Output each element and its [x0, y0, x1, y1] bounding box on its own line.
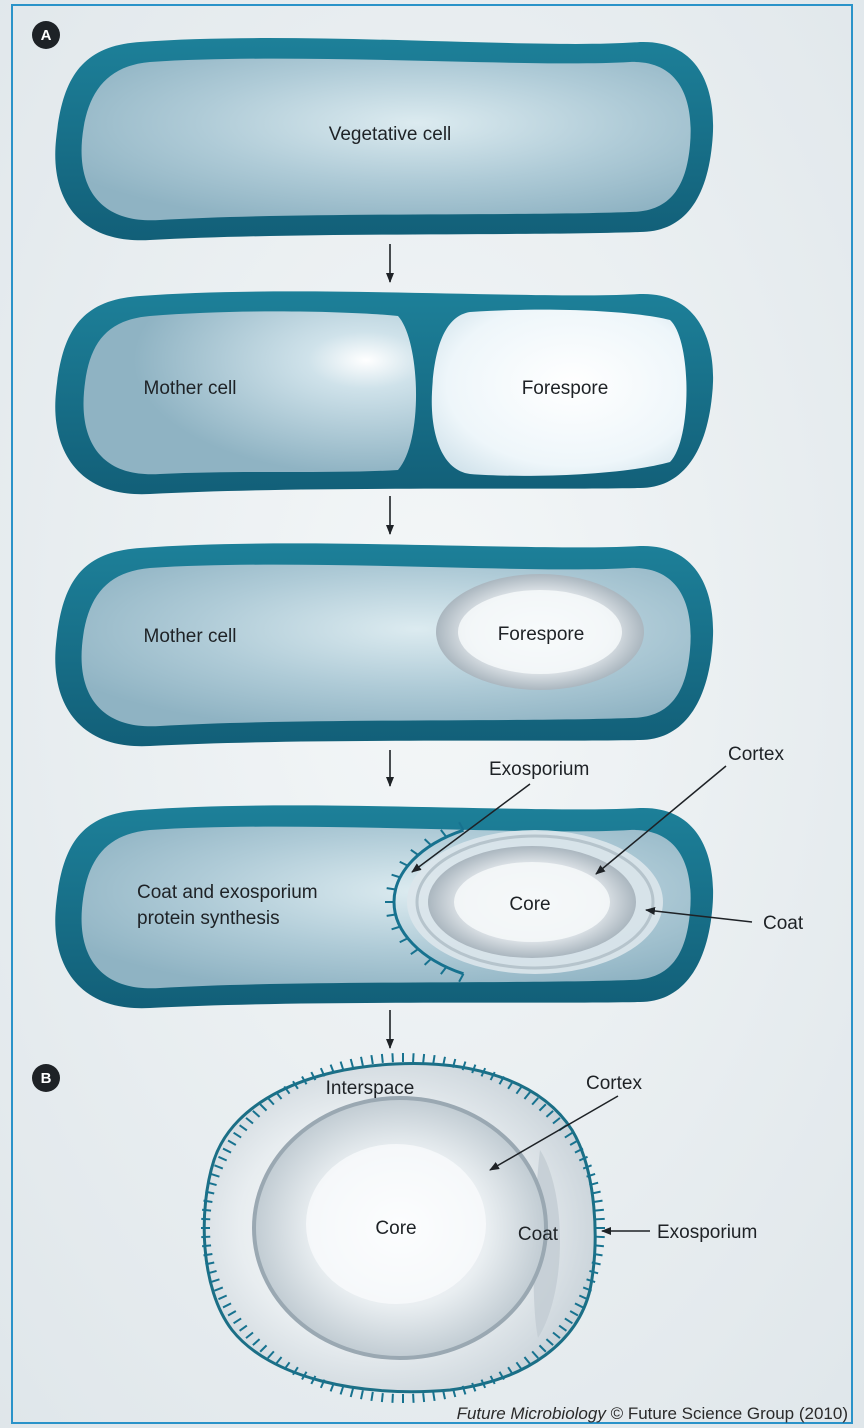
exosporium-hair [202, 1245, 211, 1246]
exosporium-hair [423, 1393, 424, 1402]
forespore-label-3: Forespore [498, 624, 585, 645]
svg-text:B: B [41, 1070, 52, 1087]
stage-coat-synthesis: Coat and exosporium protein synthesis Co… [55, 805, 713, 1008]
exosporium-hair [203, 1201, 212, 1202]
exosporium-hair [423, 1054, 424, 1063]
coat-label-b: Coat [518, 1224, 559, 1245]
core-label-a: Core [509, 894, 550, 915]
cortex-label-b: Cortex [586, 1073, 642, 1094]
stage-engulfment: Mother cell Forespore [55, 543, 713, 746]
svg-text:A: A [41, 27, 52, 44]
exosporium-hair [382, 1393, 383, 1402]
exosporium-hair [594, 1254, 603, 1255]
panel-a-marker: A [32, 21, 60, 49]
mother-cell-label-3: Mother cell [144, 626, 237, 647]
forespore-label-2: Forespore [522, 378, 609, 399]
interspace-label: Interspace [326, 1078, 415, 1099]
exosporium-hair [202, 1210, 211, 1211]
exosporium-hair [371, 1392, 372, 1401]
core-label-b: Core [375, 1218, 416, 1239]
exosporium-hair [382, 1054, 383, 1063]
exosporium-hair [203, 1254, 212, 1255]
synthesis-label-line1: Coat and exosporium [137, 882, 318, 903]
copyright-credit: Future Microbiology © Future Science Gro… [457, 1404, 848, 1423]
stage-asymmetric-division: Mother cell Forespore [55, 291, 713, 494]
vegetative-cell-label: Vegetative cell [329, 124, 452, 145]
exosporium-hair [594, 1201, 603, 1202]
exosporium-hair [371, 1055, 372, 1064]
coat-label-a: Coat [763, 913, 804, 934]
exosporium-label-b: Exosporium [657, 1222, 757, 1243]
exosporium-hair [433, 1055, 434, 1064]
mature-spore: Interspace Core Coat [201, 1053, 605, 1403]
stage-vegetative-cell: Vegetative cell [55, 38, 713, 240]
panel-b-marker: B [32, 1064, 60, 1092]
cortex-label-a: Cortex [728, 744, 784, 765]
synthesis-label-line2: protein synthesis [137, 908, 280, 929]
exosporium-hair [595, 1210, 604, 1211]
mother-cell-label-2: Mother cell [144, 378, 237, 399]
exosporium-label-a: Exosporium [489, 759, 589, 780]
exosporium-hair [433, 1392, 434, 1401]
exosporium-hair [595, 1245, 604, 1246]
